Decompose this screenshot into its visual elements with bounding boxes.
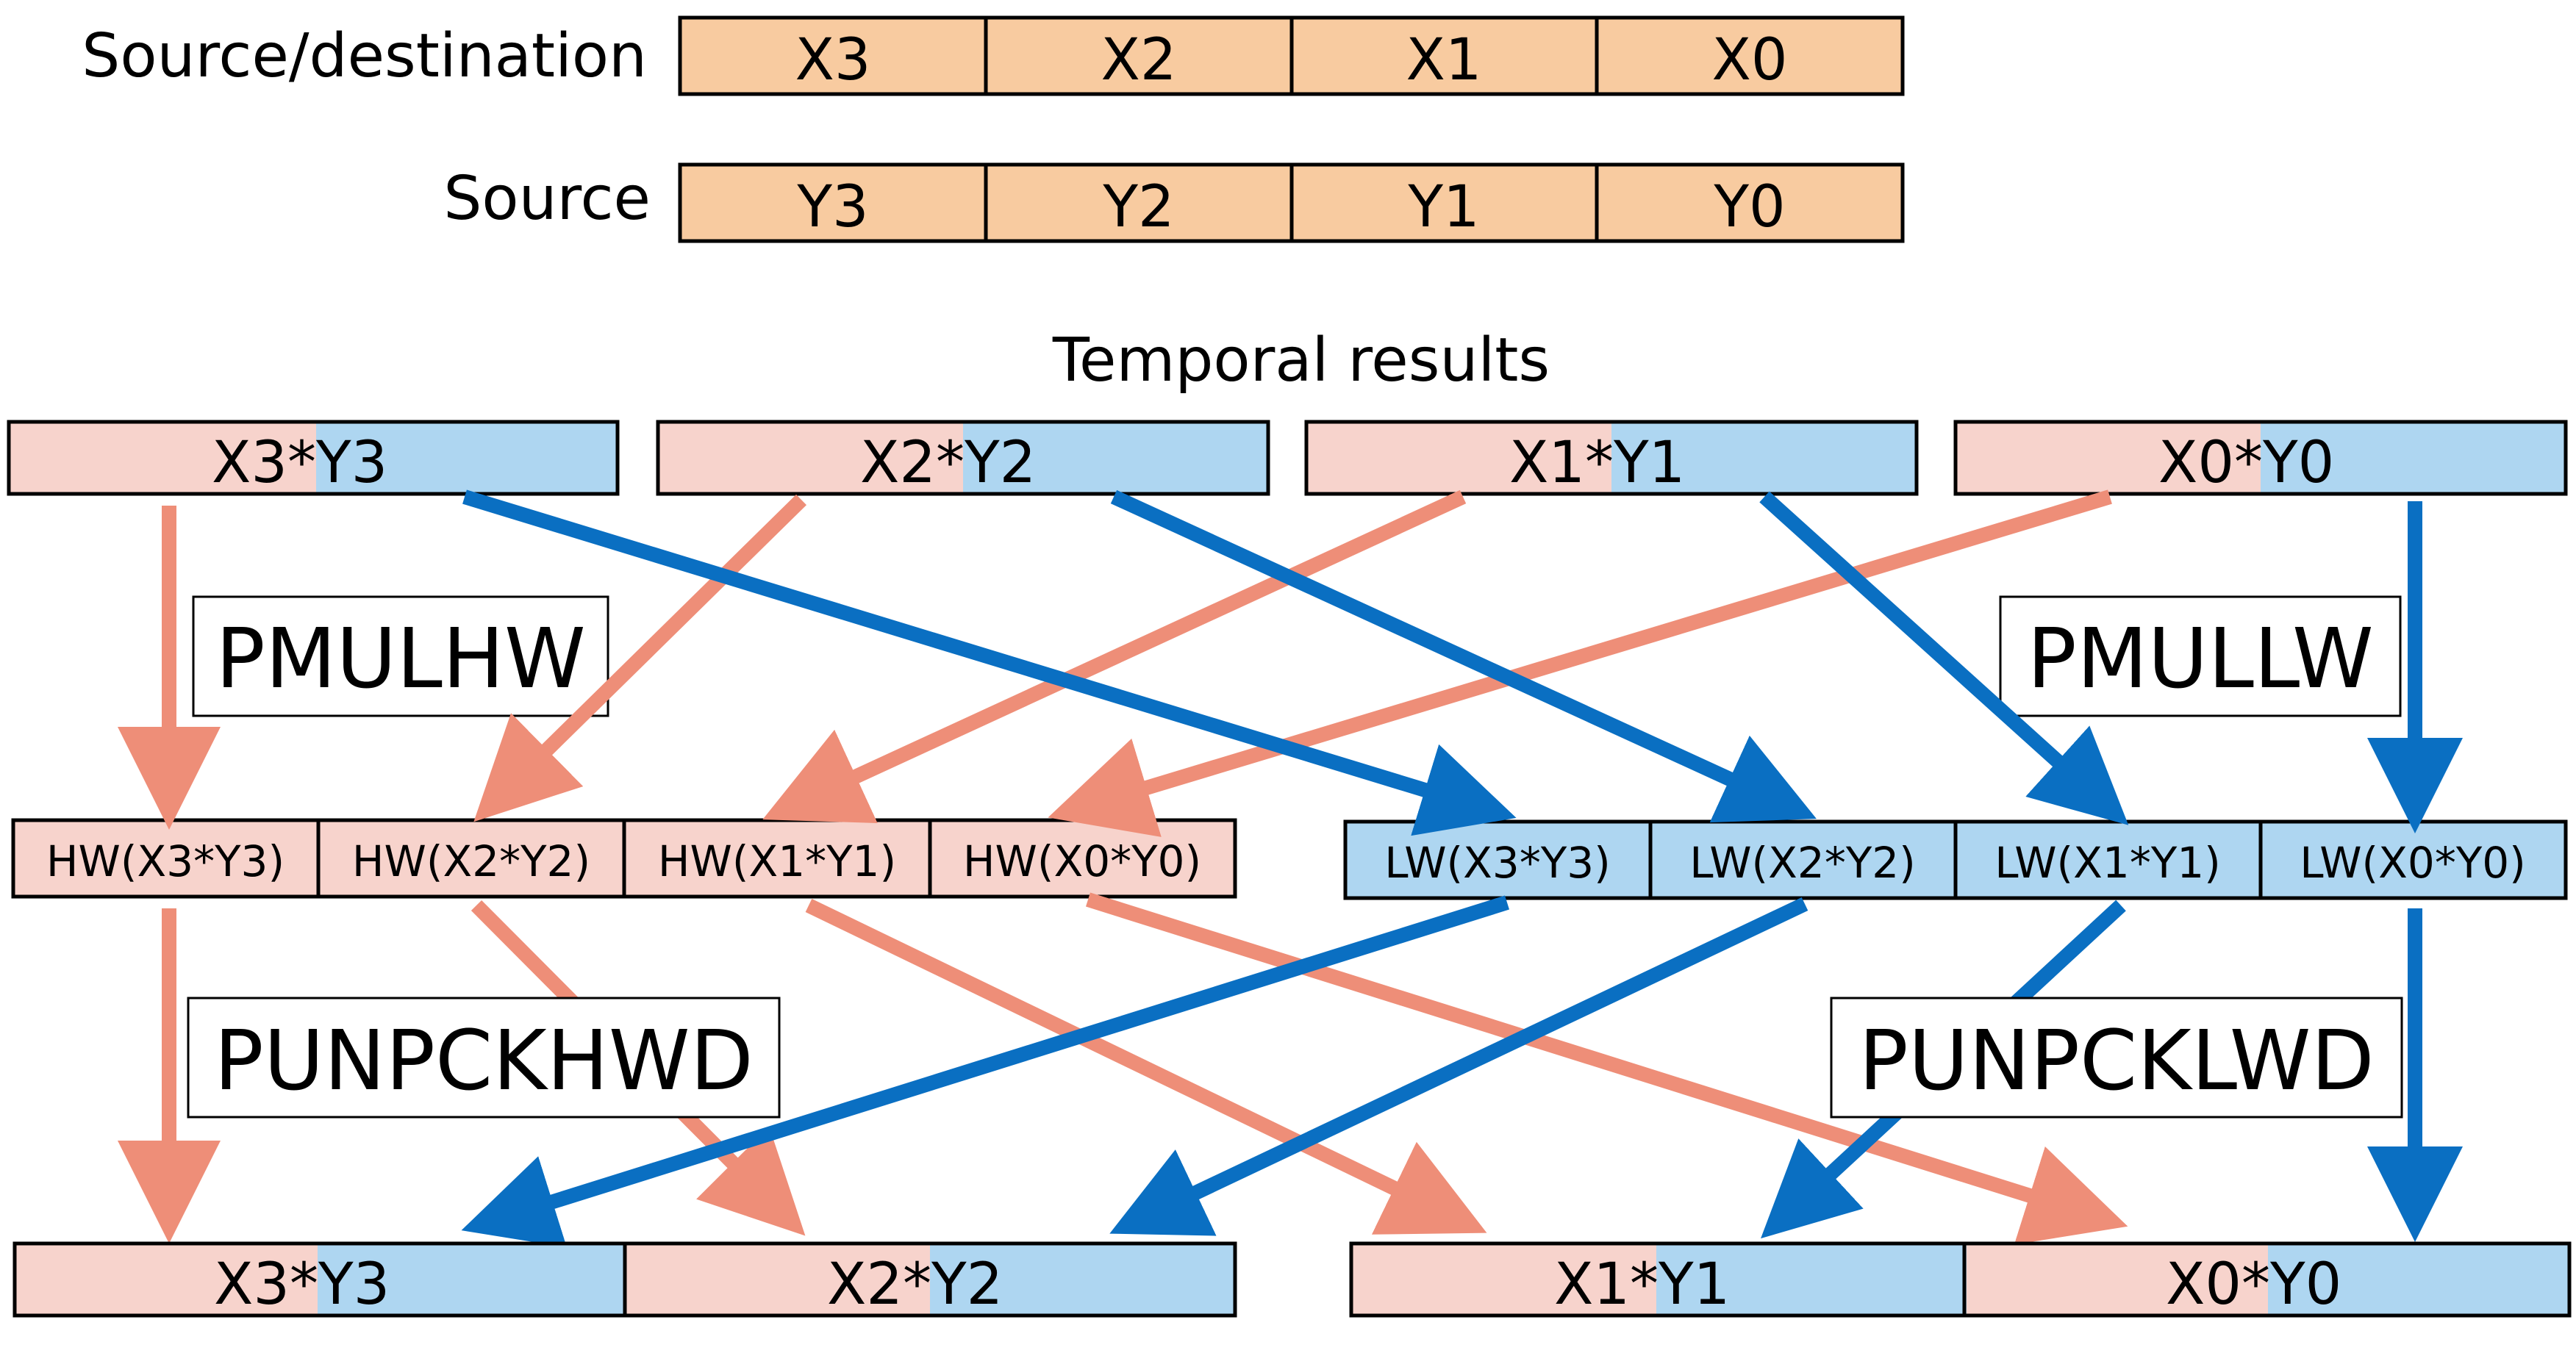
cell-x0: X0 [1711,27,1787,93]
temporal-x3y3: X3* Y3 [7,420,620,496]
final-x1y1-right: Y1 [1658,1252,1730,1318]
arrow-lw-x3y3 [462,489,1517,836]
cell-y0: Y0 [1713,174,1785,240]
svg-text:Y0: Y0 [2262,430,2334,496]
hw-x2y2: HW(X2*Y2) [352,836,590,886]
source-register: Y3 Y2 Y1 Y0 [678,162,1905,243]
arrow-unpack-lw-x2y2 [1109,897,1808,1236]
arrow-lw-x2y2 [1110,489,1817,823]
arrow-lw-x1y1 [1759,491,2129,825]
pmulhw-box: PMULHW [192,595,609,717]
final-x2y2-left: X2* [827,1252,931,1318]
arrow-hw-x1y1 [762,489,1467,824]
final-register-low: X1* Y1 X0* Y0 [1349,1241,2572,1318]
svg-text:PMULLW: PMULLW [2027,611,2373,707]
cell-x2: X2 [1101,27,1176,93]
cell-y3: Y3 [796,174,868,240]
final-x2y2-right: Y2 [931,1252,1003,1318]
temporal-results-label: Temporal results [1052,326,1550,395]
punpcklwd-box: PUNPCKLWD [1830,997,2403,1119]
svg-text:X3*: X3* [212,430,316,496]
svg-text:X1*: X1* [1509,430,1614,496]
pmulhw-arrows [118,489,2112,837]
lw-x1y1: LW(X1*Y1) [1994,838,2221,888]
source-destination-register: X3 X2 X1 X0 [678,15,1905,96]
arrow-unpack-hw-x1y1 [805,898,1487,1235]
svg-text:Y1: Y1 [1613,430,1685,496]
svg-text:PUNPCKLWD: PUNPCKLWD [1858,1013,2375,1109]
svg-text:Y3: Y3 [315,430,387,496]
cell-y1: Y1 [1407,174,1479,240]
svg-text:PMULHW: PMULHW [215,611,586,707]
final-x3y3-right: Y3 [318,1252,390,1318]
temporal-x2y2: X2* Y2 [656,420,1270,496]
source-label: Source [443,164,651,234]
final-x1y1-left: X1* [1554,1252,1659,1318]
hw-register: HW(X3*Y3) HW(X2*Y2) HW(X1*Y1) HW(X0*Y0) [11,818,1237,899]
lw-x0y0: LW(X0*Y0) [2300,838,2526,888]
lw-x2y2: LW(X2*Y2) [1689,838,1916,888]
final-x0y0-left: X0* [2166,1252,2270,1318]
temporal-x0y0: X0* Y0 [1953,420,2568,496]
svg-text:PUNPCKHWD: PUNPCKHWD [214,1013,754,1109]
final-x3y3-left: X3* [214,1252,318,1318]
svg-text:Y2: Y2 [964,430,1036,496]
hw-x0y0: HW(X0*Y0) [963,836,1201,886]
pmullw-box: PMULLW [1999,595,2402,717]
svg-text:X0*: X0* [2158,430,2263,496]
temporal-x1y1: X1* Y1 [1304,420,1919,496]
final-register-high: X3* Y3 X2* Y2 [12,1241,1237,1318]
hw-x3y3: HW(X3*Y3) [46,836,285,886]
cell-x1: X1 [1406,27,1481,93]
arrow-hw-x0y0 [1048,489,2112,837]
lw-x3y3: LW(X3*Y3) [1384,838,1611,888]
svg-text:X2*: X2* [860,430,965,496]
arrow-unpack-lw-x3y3 [461,895,1509,1248]
cell-x3: X3 [795,27,870,93]
arrow-hw-x2y2 [473,494,807,822]
pmullw-arrows [462,489,2463,836]
cell-y2: Y2 [1102,174,1174,240]
lw-register: LW(X3*Y3) LW(X2*Y2) LW(X1*Y1) LW(X0*Y0) [1343,819,2568,900]
final-x0y0-right: Y0 [2269,1252,2341,1318]
hw-x1y1: HW(X1*Y1) [658,836,896,886]
arrow-unpack-hw-x0y0 [1085,892,2128,1245]
punpckhwd-box: PUNPCKHWD [187,997,781,1119]
source-destination-label: Source/destination [82,21,647,91]
